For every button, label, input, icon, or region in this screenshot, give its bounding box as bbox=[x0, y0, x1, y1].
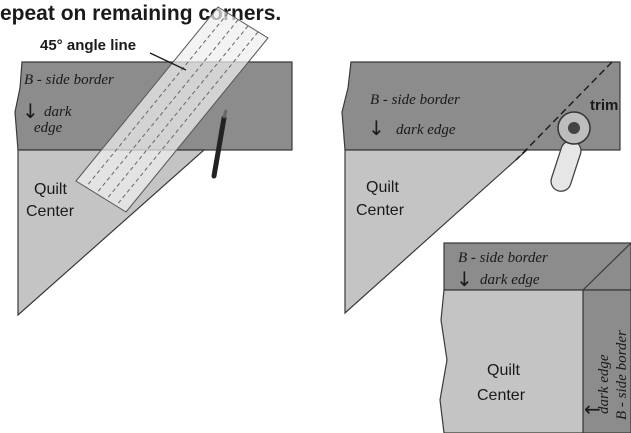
pencil-icon bbox=[211, 109, 228, 179]
down-arrow-icon: ↓ bbox=[368, 116, 385, 140]
center-label-line1: Quilt bbox=[487, 362, 520, 379]
edge-label: dark edge bbox=[480, 272, 540, 288]
edge-label-line2: edge bbox=[34, 120, 63, 136]
border-label: B - side border bbox=[458, 250, 548, 266]
down-arrow-icon: ↓ bbox=[456, 267, 473, 291]
edge-label: dark edge bbox=[396, 122, 456, 138]
center-label-line2: Center bbox=[26, 203, 75, 220]
ruler bbox=[75, 6, 269, 213]
quilt-center-piece bbox=[439, 289, 584, 433]
edge-label-line1: dark bbox=[44, 104, 72, 120]
quilt-center-piece bbox=[344, 149, 529, 315]
leader-line bbox=[149, 52, 187, 71]
angle-line-label: 45° angle line bbox=[40, 37, 136, 54]
trim-label: trim bbox=[590, 97, 618, 114]
rotary-cutter-icon bbox=[550, 111, 591, 192]
left-arrow-icon: ← bbox=[584, 397, 601, 421]
panel-finished-corner: B - side border ↓ dark edge Quilt Center… bbox=[439, 242, 631, 433]
border-label: B - side border bbox=[370, 92, 460, 108]
border-label: B - side border bbox=[24, 72, 114, 88]
miter-seam bbox=[582, 242, 631, 291]
trim-line bbox=[515, 61, 613, 161]
center-label-line1: Quilt bbox=[366, 179, 399, 196]
center-label-line2: Center bbox=[477, 387, 526, 404]
panel-trim-corner: trim B - side border ↓ dark edge Quilt C… bbox=[341, 61, 621, 315]
panel-mark-miter: 45° angle line B - side border ↓ dark ed… bbox=[14, 6, 293, 317]
center-label-line2: Center bbox=[356, 202, 405, 219]
center-label-line1: Quilt bbox=[34, 181, 67, 198]
side-border-label: B - side border bbox=[614, 330, 630, 420]
top-border-strip bbox=[443, 242, 631, 291]
down-arrow-icon: ↓ bbox=[22, 99, 39, 123]
side-edge-label: dark edge bbox=[596, 354, 612, 414]
